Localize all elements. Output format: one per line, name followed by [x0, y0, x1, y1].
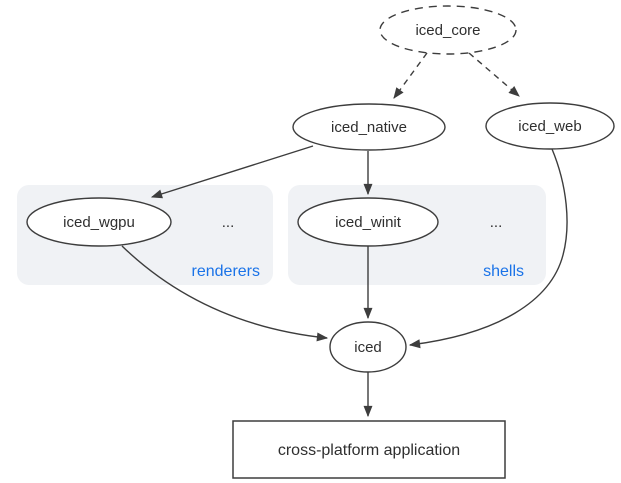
renderers-ellipsis: ...	[222, 214, 235, 231]
edge-iced-wgpu-to-iced	[121, 245, 329, 342]
node-cross-platform-application	[232, 420, 506, 479]
node-iced-label: iced	[354, 339, 382, 356]
node-iced-native-label: iced_native	[331, 119, 407, 136]
renderers-group-label: renderers	[192, 263, 260, 280]
node-iced-winit	[297, 197, 439, 247]
node-iced-core	[379, 5, 517, 55]
node-iced-web-label: iced_web	[518, 118, 581, 135]
edge-iced-native-to-iced-wgpu	[150, 145, 314, 199]
node-iced-native	[292, 103, 446, 151]
node-iced-core-label: iced_core	[415, 22, 480, 39]
node-iced-winit-label: iced_winit	[335, 214, 402, 231]
node-iced-wgpu	[26, 197, 172, 247]
node-iced-wgpu-label: iced_wgpu	[63, 214, 135, 231]
node-cross-platform-application-label: cross-platform application	[278, 442, 460, 459]
edge-iced-web-to-iced	[408, 148, 568, 349]
node-iced-web	[485, 102, 615, 150]
edge-iced-core-to-iced-native	[393, 52, 428, 99]
edge-iced-core-to-iced-web	[468, 52, 520, 97]
node-iced	[329, 321, 407, 373]
shells-group-label: shells	[483, 263, 524, 280]
shells-ellipsis: ...	[490, 214, 503, 231]
